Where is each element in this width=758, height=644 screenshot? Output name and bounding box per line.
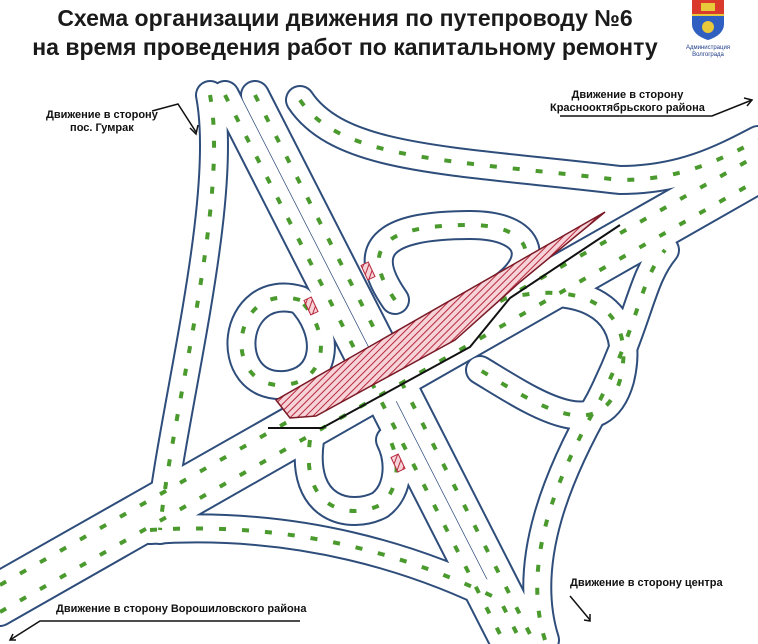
label-krasnooktyabrsky-line1: Движение в сторону	[571, 89, 684, 101]
title-line-2: на время проведения работ по капитальном…	[32, 34, 658, 60]
barrier-line	[268, 224, 621, 429]
logo-caption-1: Администрация	[685, 45, 731, 51]
closed-section-hatched	[274, 211, 606, 419]
label-krasnooktyabrsky: Движение в сторону Краснооктябрьского ра…	[550, 89, 705, 115]
direction-pointers	[8, 97, 754, 641]
label-gumrak-line1: Движение в сторону	[46, 109, 158, 121]
logo: Администрация Волгограда	[684, 0, 732, 59]
label-krasnooktyabrsky-line2: Краснооктябрьского района	[550, 102, 705, 114]
coat-of-arms-icon	[692, 0, 724, 40]
label-center: Движение в сторону центра	[570, 577, 723, 589]
page-title: Схема организации движения по путепровод…	[0, 4, 690, 62]
title-line-1: Схема организации движения по путепровод…	[57, 5, 633, 31]
closed-ramp-marks	[303, 261, 406, 473]
label-voroshilovsky: Движение в сторону Ворошиловского района	[56, 603, 307, 615]
logo-caption-2: Волгограда	[692, 52, 724, 58]
label-gumrak: Движение в сторону пос. Гумрак	[46, 109, 158, 135]
label-gumrak-line2: пос. Гумрак	[70, 122, 134, 134]
